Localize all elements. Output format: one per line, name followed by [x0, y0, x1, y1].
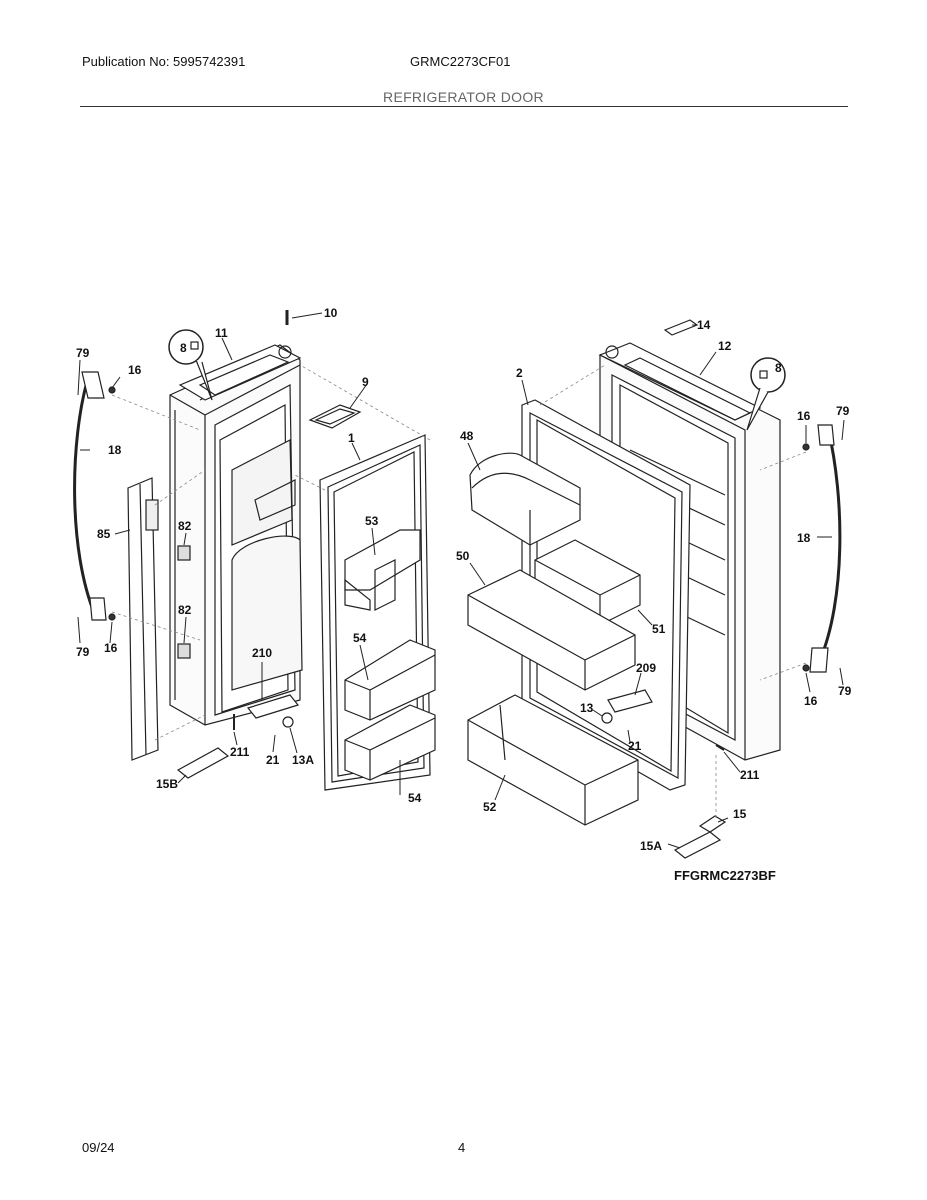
- callout-79-right-top: 79: [836, 404, 850, 418]
- callout-210: 210: [252, 646, 272, 660]
- callout-1: 1: [348, 431, 355, 445]
- callout-11: 11: [215, 326, 228, 340]
- clip-82-lower: [177, 643, 191, 659]
- callout-8-right: 8: [775, 361, 782, 375]
- callout-18-left: 18: [108, 443, 122, 457]
- actuator-13: [601, 712, 613, 724]
- trim-strip-85: [127, 477, 159, 761]
- publication-date: 09/24: [82, 1140, 115, 1155]
- header-rule: [80, 106, 848, 107]
- clip-82-upper: [177, 545, 191, 561]
- hinge-210: [246, 694, 300, 719]
- callout-16-right-bottom: 16: [804, 694, 818, 708]
- callout-50: 50: [456, 549, 470, 563]
- magnet-15A: [673, 831, 722, 859]
- label-plate-14: [663, 319, 699, 336]
- screw-16-left-top: [108, 386, 116, 394]
- figure-code: FFGRMC2273BF: [674, 868, 776, 883]
- model-number: GRMC2273CF01: [410, 54, 511, 69]
- callout-16-left-top: 16: [128, 363, 142, 377]
- callout-13A: 13A: [292, 753, 314, 767]
- publication-number: Publication No: 5995742391: [82, 54, 246, 69]
- callout-16-right-top: 16: [797, 409, 811, 423]
- part-8-bubble-right: [746, 357, 786, 431]
- door-handle-right-18: [809, 424, 842, 673]
- callout-82-lower: 82: [178, 603, 192, 617]
- callout-85: 85: [97, 527, 111, 541]
- callout-54-lower: 54: [408, 791, 422, 805]
- freezer-bin-54-lower: [344, 704, 436, 781]
- callout-209: 209: [636, 661, 656, 675]
- fresh-food-door-top-cap: [598, 342, 762, 421]
- part-8-bubble-left: [168, 329, 213, 401]
- exploded-parts-diagram: 10 11 8 9 1 79 16 18 85 82 82 79 16 53 5…: [73, 306, 852, 883]
- callout-16-left-bottom: 16: [104, 641, 118, 655]
- callout-15: 15: [733, 807, 747, 821]
- freezer-door-liner: [169, 344, 303, 726]
- callout-79-right-bottom: 79: [838, 684, 852, 698]
- callout-211-right: 211: [740, 768, 760, 782]
- callout-10: 10: [324, 306, 338, 320]
- screw-16-right-top: [802, 443, 810, 451]
- callout-14: 14: [697, 318, 711, 332]
- callout-15B: 15B: [156, 777, 178, 791]
- callout-79-left-top: 79: [76, 346, 90, 360]
- callout-52: 52: [483, 800, 497, 814]
- callout-15A: 15A: [640, 839, 662, 853]
- callout-53: 53: [365, 514, 379, 528]
- callout-21-right: 21: [628, 739, 642, 753]
- callout-12: 12: [718, 339, 732, 353]
- freezer-bin-54-upper: [344, 639, 436, 721]
- callout-54-upper: 54: [353, 631, 367, 645]
- screw-16-right-bottom: [802, 664, 810, 672]
- magnet-15B: [176, 747, 230, 779]
- callout-79-left-bottom: 79: [76, 645, 90, 659]
- hinge-209: [607, 689, 653, 713]
- callout-21-left: 21: [266, 753, 280, 767]
- callout-2: 2: [516, 366, 523, 380]
- door-bin-52: [467, 694, 639, 826]
- door-handle-left-18: [73, 371, 107, 621]
- magnet-15: [698, 815, 727, 833]
- callout-82-upper: 82: [178, 519, 192, 533]
- dispenser-cover-9: [308, 404, 362, 429]
- screw-211-right: [715, 744, 725, 751]
- callout-51: 51: [652, 622, 666, 636]
- callout-211-left: 211: [230, 745, 250, 759]
- callout-13: 13: [580, 701, 594, 715]
- freezer-shelf-53: [344, 529, 421, 611]
- callout-9: 9: [362, 375, 369, 389]
- screw-16-left-bottom: [108, 613, 116, 621]
- callout-18-right: 18: [797, 531, 811, 545]
- door-bin-50: [467, 569, 636, 691]
- callout-48: 48: [460, 429, 474, 443]
- actuator-13A: [282, 716, 294, 728]
- callout-8-left: 8: [180, 341, 187, 355]
- page-number: 4: [458, 1140, 466, 1155]
- section-title: REFRIGERATOR DOOR: [383, 89, 544, 105]
